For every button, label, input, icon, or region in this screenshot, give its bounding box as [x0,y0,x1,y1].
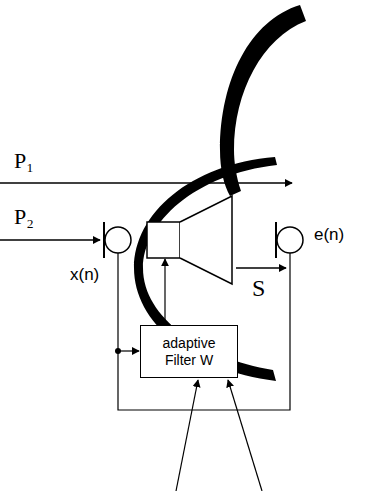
secondary-path-arrow [236,267,286,269]
speaker-drive-wire [164,259,165,325]
signal-name: e(n) [314,226,344,243]
error-microphone [277,227,303,253]
signal-name: x(n) [70,266,99,283]
process-box: adaptive Filter W [140,325,238,378]
signal-label: P₁ [14,150,34,172]
adaptation-arrow [176,380,198,491]
noise-arrow-p1 [0,182,292,184]
adaptation-arrow [228,380,262,491]
speaker-magnet [147,222,180,258]
speaker-cone [180,196,232,284]
ear-cup [134,157,277,381]
noise-arrow-p2 [0,239,100,241]
box-label: adaptive Filter W [147,335,231,369]
reference-wire [118,253,290,410]
reference-microphone [105,227,131,253]
path-label: S [252,276,265,300]
signal-label: P₂ [14,206,34,228]
filter-input-wire [118,350,139,351]
